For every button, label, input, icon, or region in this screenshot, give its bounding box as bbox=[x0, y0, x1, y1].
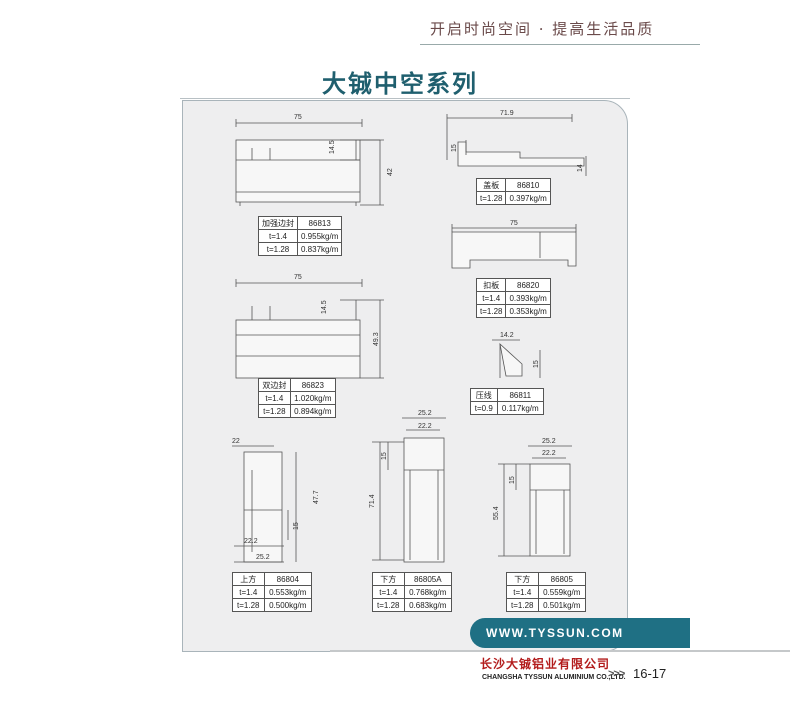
dim-86811-w: 14.2 bbox=[500, 332, 514, 339]
spec-cell: 0.837kg/m bbox=[296, 242, 343, 256]
spec-cell: 0.955kg/m bbox=[296, 229, 343, 243]
footer-url-band bbox=[470, 618, 690, 648]
spec-cell: 86813 bbox=[296, 216, 343, 230]
website-url[interactable]: WWW.TYSSUN.COM bbox=[486, 626, 624, 640]
spec-cell: 0.397kg/m bbox=[505, 191, 551, 205]
profile-86810-drawing bbox=[446, 114, 587, 176]
spec-cell: 0.353kg/m bbox=[505, 304, 551, 318]
spec-cell: 86820 bbox=[505, 278, 551, 292]
spec-cell: t=1.4 bbox=[258, 229, 298, 243]
spec-cell: 压线 bbox=[470, 388, 498, 402]
dim-86810-h2: 14 bbox=[577, 164, 584, 172]
dim-86804-h2: 15 bbox=[293, 522, 300, 530]
profile-86820-drawing bbox=[451, 224, 577, 269]
spec-cell: t=1.28 bbox=[258, 404, 291, 418]
spec-cell: 0.553kg/m bbox=[263, 585, 313, 599]
spec-cell: 盖板 bbox=[475, 178, 507, 192]
spec-cell: t=1.4 bbox=[258, 391, 291, 405]
spec-cell: t=1.28 bbox=[372, 598, 405, 612]
spec-cell: 86805 bbox=[537, 572, 587, 586]
spec-cell: t=1.28 bbox=[475, 191, 507, 205]
spec-cell: 86804 bbox=[263, 572, 313, 586]
dim-86804-w3: 25.2 bbox=[256, 554, 270, 561]
profile-86811-drawing bbox=[492, 339, 541, 378]
dim-86804-w2: 22.2 bbox=[244, 538, 258, 545]
spec-cell: 86823 bbox=[289, 378, 337, 392]
spec-cell: 0.117kg/m bbox=[496, 401, 545, 415]
profile-86813-drawing bbox=[235, 119, 384, 206]
profile-86805-drawing bbox=[498, 445, 572, 557]
spec-cell: 1.020kg/m bbox=[289, 391, 337, 405]
spec-cell: 0.393kg/m bbox=[505, 291, 551, 305]
spec-cell: 86810 bbox=[505, 178, 551, 192]
spec-cell: t=1.4 bbox=[372, 585, 405, 599]
dim-86813-w: 75 bbox=[294, 114, 302, 121]
dim-86811-h1: 15 bbox=[533, 360, 540, 368]
spec-cell: 0.768kg/m bbox=[403, 585, 453, 599]
spec-cell: t=1.28 bbox=[506, 598, 539, 612]
dim-86810-w: 71.9 bbox=[500, 110, 514, 117]
profile-86804-drawing bbox=[232, 445, 297, 563]
spec-cell: t=1.28 bbox=[232, 598, 265, 612]
profile-86805a-drawing bbox=[372, 417, 446, 563]
dim-86805-w2: 22.2 bbox=[542, 450, 556, 457]
spec-cell: t=1.4 bbox=[475, 291, 507, 305]
spec-cell: 0.683kg/m bbox=[403, 598, 453, 612]
spec-cell: 扣板 bbox=[475, 278, 507, 292]
spec-cell: 下方 bbox=[372, 572, 405, 586]
dim-86805-h1: 15 bbox=[509, 476, 516, 484]
spec-cell: 86811 bbox=[496, 388, 545, 402]
company-name-en: CHANGSHA TYSSUN ALUMINIUM CO.,LTD. bbox=[482, 674, 626, 681]
footer-divider bbox=[330, 650, 790, 652]
spec-cell: 0.894kg/m bbox=[289, 404, 337, 418]
spec-cell: t=1.4 bbox=[506, 585, 539, 599]
slogan-underline bbox=[420, 44, 700, 45]
dim-86823-h1: 14.5 bbox=[321, 300, 328, 314]
dim-86805a-h2: 71.4 bbox=[369, 494, 376, 508]
spec-cell: 0.501kg/m bbox=[537, 598, 587, 612]
spec-cell: 加强边封 bbox=[258, 216, 298, 230]
slogan: 开启时尚空间 · 提高生活品质 bbox=[430, 20, 655, 38]
title-divider bbox=[180, 98, 630, 99]
page-number: 16-17 bbox=[633, 666, 667, 681]
spec-cell: t=1.28 bbox=[258, 242, 298, 256]
dim-86805-h2: 55.4 bbox=[493, 506, 500, 520]
dim-86805a-w2: 22.2 bbox=[418, 423, 432, 430]
page-title: 大铖中空系列 bbox=[322, 71, 478, 98]
arrows-icon: >>> bbox=[608, 668, 625, 680]
company-name-cn: 长沙大铖铝业有限公司 bbox=[480, 657, 611, 671]
dim-86810-h1: 15 bbox=[451, 144, 458, 152]
spec-cell: 双边封 bbox=[258, 378, 291, 392]
spec-cell: 上方 bbox=[232, 572, 265, 586]
spec-cell: 0.500kg/m bbox=[263, 598, 313, 612]
dim-86805a-h1: 15 bbox=[381, 452, 388, 460]
dim-86823-w: 75 bbox=[294, 274, 302, 281]
dim-86805a-w1: 25.2 bbox=[418, 410, 432, 417]
dim-86805-w1: 25.2 bbox=[542, 438, 556, 445]
spec-cell: t=0.9 bbox=[470, 401, 498, 415]
spec-cell: t=1.4 bbox=[232, 585, 265, 599]
dim-86820-w: 75 bbox=[510, 220, 518, 227]
dim-86813-h2: 42 bbox=[387, 168, 394, 176]
profile-86823-drawing bbox=[235, 279, 384, 379]
spec-cell: 下方 bbox=[506, 572, 539, 586]
spec-cell: 86805A bbox=[403, 572, 453, 586]
spec-cell: t=1.28 bbox=[475, 304, 507, 318]
dim-86823-h2: 49.3 bbox=[373, 332, 380, 346]
dim-86804-w1: 22 bbox=[232, 438, 240, 445]
spec-cell: 0.559kg/m bbox=[537, 585, 587, 599]
dim-86804-h1: 47.7 bbox=[313, 490, 320, 504]
dim-86813-h1: 14.5 bbox=[329, 140, 336, 154]
